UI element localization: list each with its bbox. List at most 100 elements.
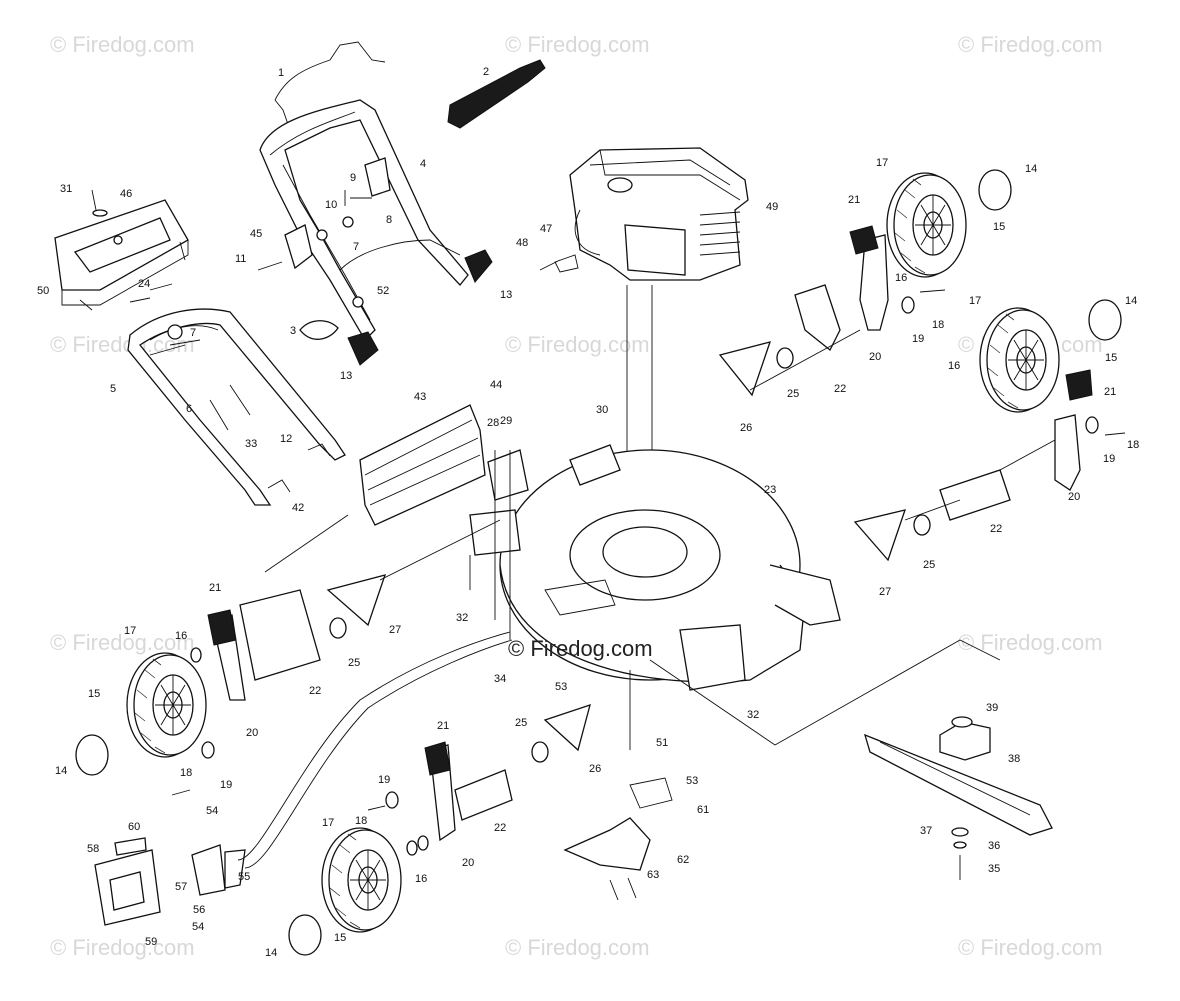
lower-handle <box>127 308 346 506</box>
callout-46: 46 <box>120 188 132 200</box>
wheel-front-left <box>321 827 402 933</box>
callout-35: 35 <box>988 863 1000 875</box>
callout-20a: 20 <box>869 351 881 363</box>
svg-text:© Firedog.com: © Firedog.com <box>958 935 1103 960</box>
callout-15a: 15 <box>993 221 1005 233</box>
leader-lines <box>379 329 1001 750</box>
callout-15b: 15 <box>1105 352 1117 364</box>
callout-27b: 27 <box>389 624 401 636</box>
callout-22c: 22 <box>309 685 321 697</box>
callout-14b: 14 <box>1125 295 1137 307</box>
callout-19d: 19 <box>378 774 390 786</box>
callout-42: 42 <box>292 502 304 514</box>
callout-18c: 18 <box>180 767 192 779</box>
callout-2: 2 <box>483 66 489 78</box>
watermark-row-bottom: © Firedog.com © Firedog.com © Firedog.co… <box>50 935 1103 960</box>
callout-24: 24 <box>138 278 150 290</box>
height-adjuster-rear-left <box>207 589 321 701</box>
control-bail-bracket <box>284 157 391 270</box>
height-plate-rear-right <box>718 341 772 397</box>
throttle-cable <box>237 631 513 869</box>
callout-23: 23 <box>764 484 776 496</box>
callout-32a: 32 <box>456 612 468 624</box>
callout-19c: 19 <box>220 779 232 791</box>
callout-31: 31 <box>60 183 72 195</box>
callout-50: 50 <box>37 285 49 297</box>
callout-21a: 21 <box>848 194 860 206</box>
callout-17b: 17 <box>969 295 981 307</box>
watermark-row-top: © Firedog.com © Firedog.com © Firedog.co… <box>50 32 1103 57</box>
grass-bag-frame <box>54 199 189 311</box>
callout-44: 44 <box>490 379 502 391</box>
chute-screws <box>609 877 637 901</box>
callout-8: 8 <box>386 214 392 226</box>
callout-14c: 14 <box>55 765 67 777</box>
callout-62: 62 <box>677 854 689 866</box>
callout-55: 55 <box>238 871 250 883</box>
handle-hairpins <box>267 443 331 493</box>
callout-58: 58 <box>87 843 99 855</box>
callout-52: 52 <box>377 285 389 297</box>
height-adjuster-rear-right <box>794 225 889 352</box>
wheel-rear-left <box>126 652 207 758</box>
callout-3: 3 <box>290 325 296 337</box>
callout-13b: 13 <box>340 370 352 382</box>
callout-56: 56 <box>193 904 205 916</box>
callout-36: 36 <box>988 840 1000 852</box>
callout-21d: 21 <box>437 720 449 732</box>
callout-20b: 20 <box>1068 491 1080 503</box>
callout-6: 6 <box>186 403 192 415</box>
callout-10: 10 <box>325 199 337 211</box>
callout-39: 39 <box>986 702 998 714</box>
callout-15d: 15 <box>334 932 346 944</box>
callout-16c: 16 <box>175 630 187 642</box>
handle-knob-lower <box>347 331 379 366</box>
svg-text:© Firedog.com: © Firedog.com <box>958 630 1103 655</box>
callout-22b: 22 <box>990 523 1002 535</box>
height-plate-front-right <box>853 509 906 562</box>
callout-54a: 54 <box>206 805 218 817</box>
handle-bolts <box>149 324 251 431</box>
handle-grip <box>447 59 546 129</box>
callout-43: 43 <box>414 391 426 403</box>
chute-clip <box>629 777 673 809</box>
svg-text:© Firedog.com: © Firedog.com <box>958 32 1103 57</box>
part-callouts: 1 2 3 4 5 6 7 7 8 9 10 11 12 13 13 14 14… <box>37 66 1139 959</box>
callout-14a: 14 <box>1025 163 1037 175</box>
callout-27a: 27 <box>879 586 891 598</box>
throttle-control <box>94 837 246 926</box>
callout-18b: 18 <box>1127 439 1139 451</box>
callout-25d: 25 <box>515 717 527 729</box>
height-adjuster-front-right <box>939 369 1093 521</box>
svg-text:© Firedog.com: © Firedog.com <box>505 935 650 960</box>
height-plate-rear-left <box>326 574 387 627</box>
callout-59: 59 <box>145 936 157 948</box>
callout-19b: 19 <box>1103 453 1115 465</box>
blade <box>863 733 1053 836</box>
wheel-rear-right <box>886 172 967 278</box>
callout-5: 5 <box>110 383 116 395</box>
callout-16b: 16 <box>948 360 960 372</box>
callout-37: 37 <box>920 825 932 837</box>
callout-20c: 20 <box>246 727 258 739</box>
callout-25b: 25 <box>923 559 935 571</box>
blade-bolt-and-washers <box>951 827 969 880</box>
svg-text:© Firedog.com: © Firedog.com <box>505 332 650 357</box>
callout-13a: 13 <box>500 289 512 301</box>
small-hardware-upper <box>257 190 372 308</box>
svg-text:© Firedog.com: © Firedog.com <box>50 32 195 57</box>
svg-text:© Firedog.com: © Firedog.com <box>50 630 195 655</box>
callout-53a: 53 <box>555 681 567 693</box>
handle-knob-upper-right <box>464 249 493 283</box>
chute-cover <box>563 817 651 871</box>
callout-54b: 54 <box>192 921 204 933</box>
callout-38: 38 <box>1008 753 1020 765</box>
callout-19a: 19 <box>912 333 924 345</box>
callout-22d: 22 <box>494 822 506 834</box>
callout-60: 60 <box>128 821 140 833</box>
callout-21c: 21 <box>209 582 221 594</box>
callout-1: 1 <box>278 67 284 79</box>
svg-text:© Firedog.com: © Firedog.com <box>505 32 650 57</box>
callout-25c: 25 <box>348 657 360 669</box>
